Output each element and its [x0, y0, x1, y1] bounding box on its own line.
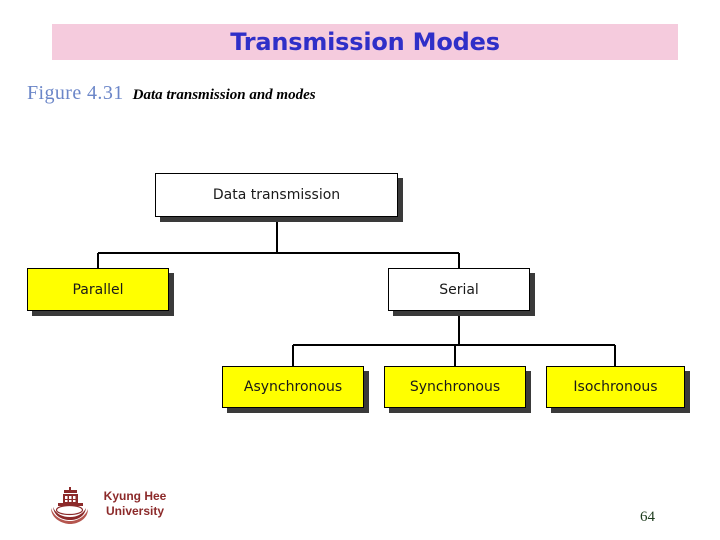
- figure-title: Data transmission and modes: [132, 87, 316, 103]
- node-data-transmission[interactable]: Data transmission: [155, 173, 398, 217]
- node-label: Isochronous: [573, 379, 658, 395]
- node-serial[interactable]: Serial: [388, 268, 530, 311]
- node-synchronous[interactable]: Synchronous: [384, 366, 526, 408]
- node-label: Asynchronous: [243, 379, 343, 395]
- university-name: Kyung Hee University: [90, 489, 180, 519]
- node-label: Serial: [439, 281, 479, 298]
- university-name-line2: University: [105, 504, 165, 518]
- page-title: Transmission Modes: [230, 28, 500, 56]
- university-name-line1: Kyung Hee: [103, 489, 167, 503]
- node-asynchronous[interactable]: Asynchronous: [222, 366, 364, 408]
- page-number: 64: [640, 509, 655, 525]
- title-banner: [52, 24, 678, 60]
- node-label: Data transmission: [212, 187, 341, 203]
- node-isochronous[interactable]: Isochronous: [546, 366, 685, 408]
- figure-number: Figure 4.31: [27, 82, 124, 104]
- figure-caption: Figure 4.31 Data transmission and modes: [27, 82, 316, 105]
- node-label: Parallel: [72, 281, 124, 298]
- node-parallel[interactable]: Parallel: [27, 268, 169, 311]
- node-label: Synchronous: [409, 379, 501, 395]
- kyung-hee-university-crest-icon: [47, 486, 91, 526]
